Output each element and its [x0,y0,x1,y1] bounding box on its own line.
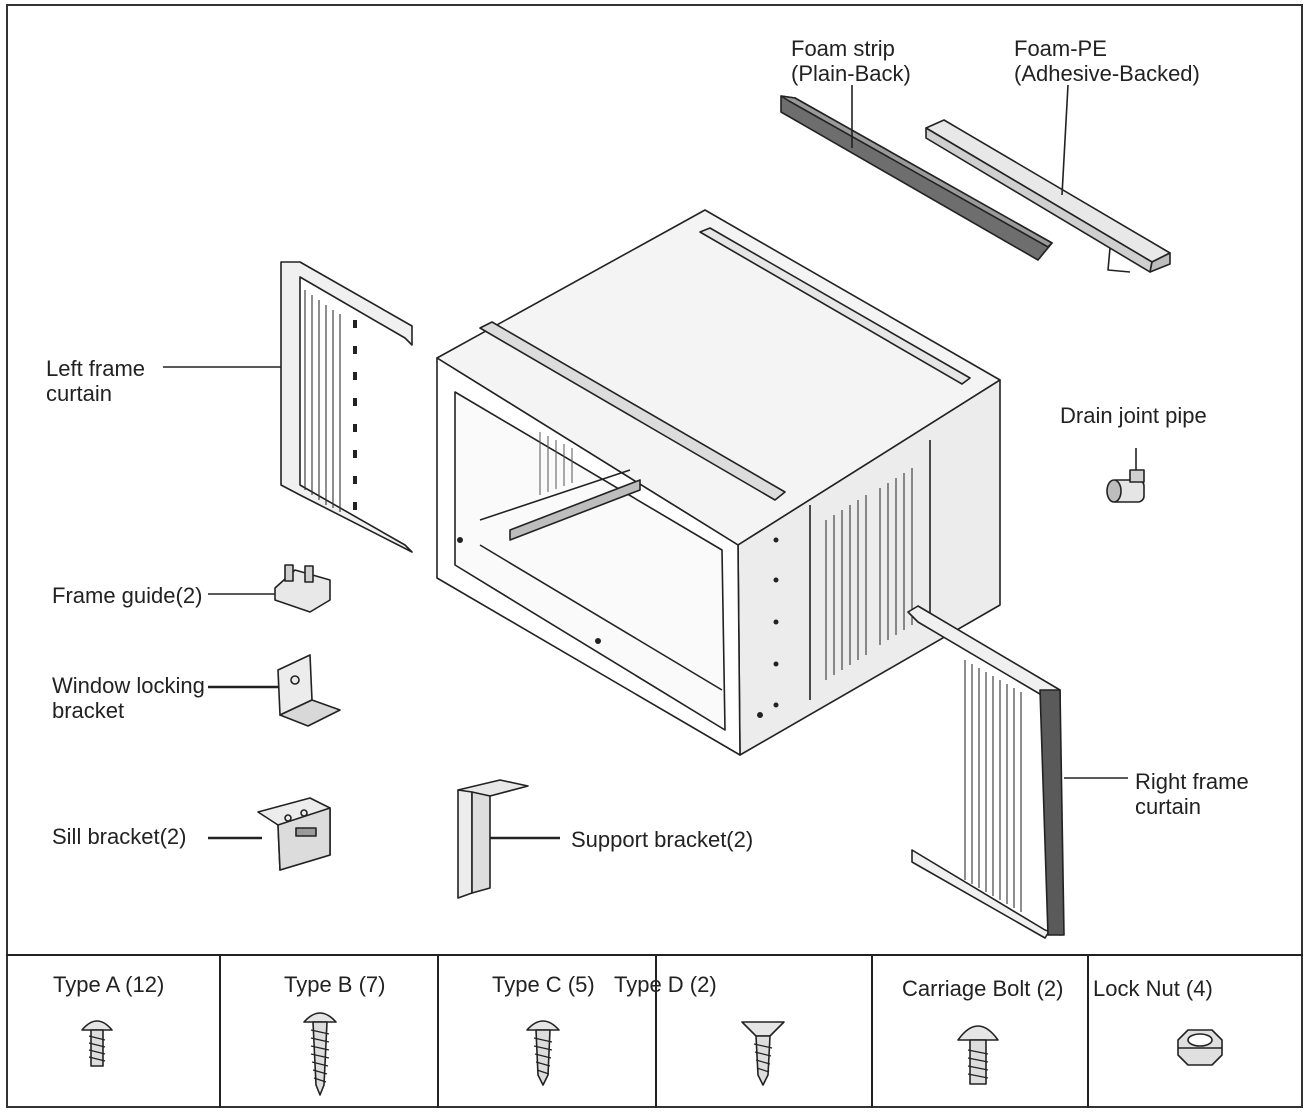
foam-pe-icon [925,119,1171,273]
diagram-frame [6,4,1303,1108]
right-frame-curtain-icon [907,605,1065,939]
foam-strip-label: Foam strip(Plain-Back) [791,36,911,86]
foam-strip-icon [780,95,1053,261]
sill-bracket-icon [257,797,331,871]
foam-pe-label: Foam-PE(Adhesive-Backed) [1014,36,1200,86]
frame-guide-label: Frame guide(2) [52,583,203,608]
cabinet-icon [436,209,1001,756]
frame-guide-icon [274,564,331,613]
carriage-bolt-icon [957,1025,999,1085]
drain-joint-pipe-label: Drain joint pipe [1060,403,1207,428]
fastener-table [6,954,1303,1108]
support-bracket-icon [457,779,529,899]
lock-nut-icon [1177,1029,1223,1066]
left-frame-curtain-icon [280,261,413,553]
window-locking-bracket-icon [277,654,341,727]
type-a-label: Type A (12) [53,972,165,997]
sill-bracket-label: Sill bracket(2) [52,824,187,849]
support-bracket-label: Support bracket(2) [571,827,754,852]
pan-head-screw-long-icon [303,1012,337,1096]
type-c-label: Type C (5) [492,972,595,997]
drain-joint-pipe-icon [1106,448,1145,503]
pan-head-screw-medium-icon [526,1020,560,1086]
countersunk-screw-icon [741,1021,785,1086]
pan-head-screw-short-icon [81,1020,113,1067]
foam-pe-leader [1061,84,1069,196]
carriage-bolt-label: Carriage Bolt (2) [902,976,1064,1001]
type-d-label: Type D (2) [614,972,717,997]
type-b-label: Type B (7) [284,972,386,997]
lock-nut-label: Lock Nut (4) [1093,976,1213,1001]
